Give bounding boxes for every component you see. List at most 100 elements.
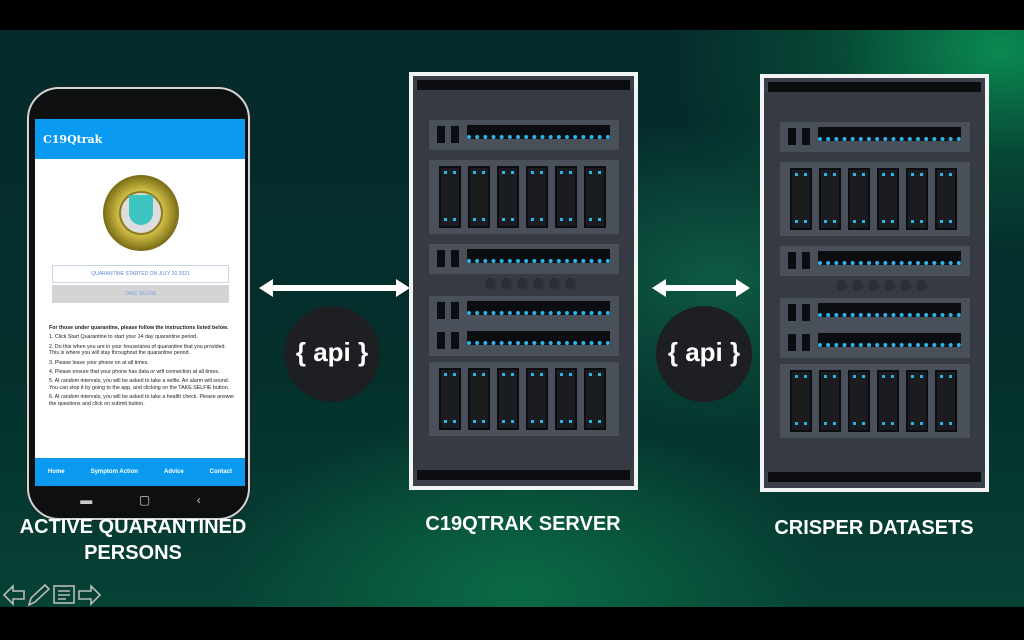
drive-led [795,173,807,176]
drive-led [824,422,836,425]
drive [819,370,841,432]
drive-led [882,375,894,378]
drive-led [473,171,485,174]
drive [584,166,606,228]
back-icon[interactable]: ‹ [196,493,201,507]
instruction-item: 1. Click Start Quarantine to start your … [49,334,198,341]
slot [437,126,445,143]
previous-icon[interactable] [2,584,25,606]
drive-led [531,373,543,376]
drive [497,368,519,430]
slide: C19Qtrak QUARANTINE STARTED ON JULY 20 2… [0,30,1024,607]
nav-home[interactable]: Home [47,469,65,475]
rack-button [916,280,927,291]
drive-led [589,420,601,423]
recent-apps-icon[interactable]: ▬ [80,493,93,507]
province-seal-logo [103,175,179,251]
slot [788,334,796,351]
slot [788,252,796,269]
led-unit [780,298,970,328]
slot [451,302,459,319]
drive [526,368,548,430]
slot [802,334,810,351]
instructions-heading: For those under quarantine, please follo… [49,325,229,331]
drive-led [882,220,894,223]
drive-led [911,220,923,223]
rack-button [501,278,512,289]
next-icon[interactable] [78,584,102,606]
drive [497,166,519,228]
drive-led [473,218,485,221]
drive [819,168,841,230]
double-arrow-icon [652,279,750,297]
rack-button [900,280,911,291]
rack-bottom-bar [417,470,630,480]
drive-led [531,218,543,221]
drive-led [940,220,952,223]
drive [526,166,548,228]
home-icon[interactable]: ▢ [138,493,151,507]
drive-led [911,173,923,176]
led-unit [780,246,970,276]
nav-advice[interactable]: Advice [164,469,184,475]
instructions: For those under quarantine, please follo… [49,325,235,410]
led-unit [429,296,619,326]
drive [877,370,899,432]
drive [877,168,899,230]
double-arrow-icon [259,279,410,297]
drive [468,166,490,228]
slot [437,250,445,267]
bottom-nav: Home Symptom Action Advice Contact [35,458,245,486]
drive-led [531,171,543,174]
drive [790,370,812,432]
drive [439,368,461,430]
drive-led [853,220,865,223]
drive [906,168,928,230]
rack-button [884,280,895,291]
led-strip [467,331,610,345]
take-selfie-button[interactable]: TAKE SELFIE [52,285,229,303]
phone-screen: C19Qtrak QUARANTINE STARTED ON JULY 20 2… [35,119,245,486]
slot [802,252,810,269]
drive-led [444,420,456,423]
rack-button [533,278,544,289]
quarantine-status: QUARANTINE STARTED ON JULY 20 2021 [52,265,229,283]
drive-led [502,373,514,376]
api-badge: { api } [656,306,752,402]
nav-symptom-action[interactable]: Symptom Action [90,469,139,475]
drive [906,370,928,432]
slot [437,302,445,319]
led-strip [467,301,610,315]
server-rack [409,72,638,490]
instruction-item: 2. Do this when you are in your house/ar… [49,343,226,357]
drive-led [911,422,923,425]
led-unit [429,326,619,356]
drive-led [824,220,836,223]
drive-bay [780,162,970,236]
drive [584,368,606,430]
drive [935,168,957,230]
nav-contact[interactable]: Contact [209,469,232,475]
led-strip [467,249,610,263]
pen-icon[interactable] [27,583,51,607]
menu-icon[interactable] [53,585,75,604]
slot [451,126,459,143]
drive [555,166,577,228]
drive-led [560,420,572,423]
led-unit [780,328,970,358]
drive [848,370,870,432]
drive-led [560,373,572,376]
drive-led [589,218,601,221]
instruction-item: 3. Please leave your phone on at all tim… [49,359,149,366]
drive-led [940,375,952,378]
drive-led [911,375,923,378]
instruction-item: 5. At random intervals, you will be aske… [49,378,230,392]
drive [555,368,577,430]
drive [848,168,870,230]
drive-led [444,218,456,221]
button-row [780,278,970,294]
drive-led [882,173,894,176]
drive-led [502,171,514,174]
drive-led [473,373,485,376]
drive [468,368,490,430]
